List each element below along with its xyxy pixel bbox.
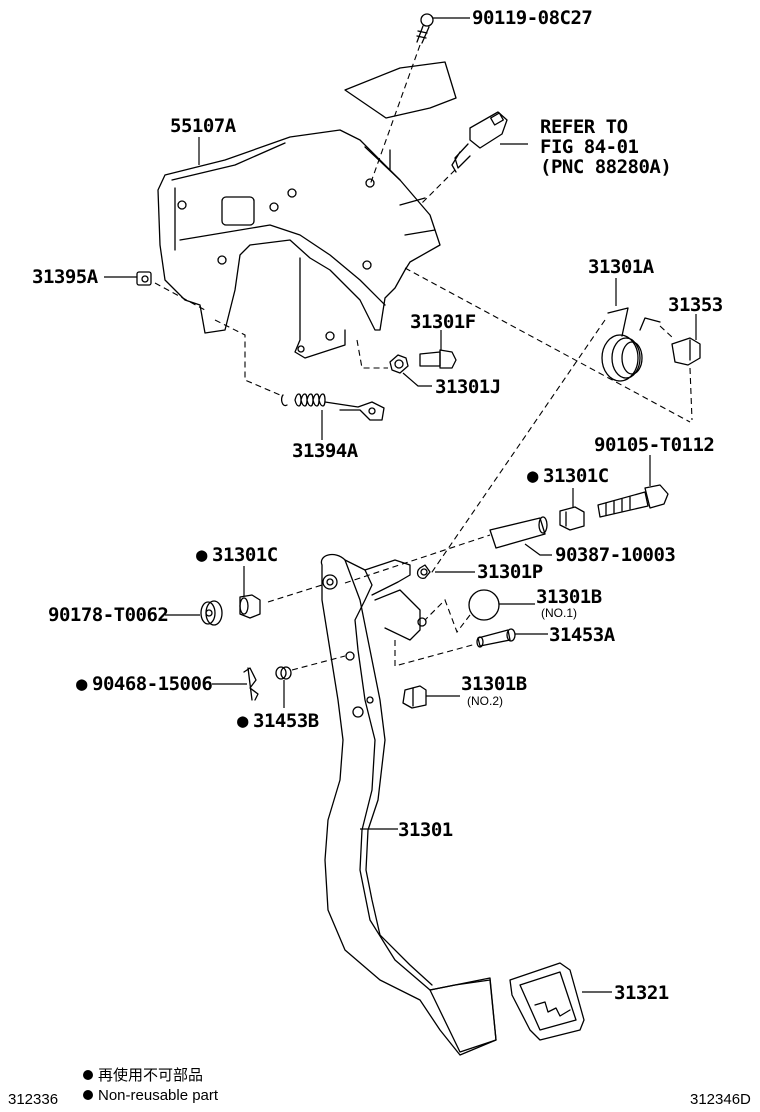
dash-31301J [356, 339, 388, 369]
turnover-spring-31301A-part[interactable] [601, 307, 661, 382]
label-refer-line1: REFER TO [540, 116, 628, 138]
figure-code-left: 312336 [8, 1091, 58, 1108]
bolt-31301F-part[interactable] [419, 349, 457, 369]
label-31301B-no1-sub: (NO.1) [541, 606, 577, 620]
label-31301B-no2[interactable]: 31301B [461, 673, 527, 695]
label-31453A[interactable]: 31453A [549, 624, 616, 646]
dash-90119 [369, 44, 421, 186]
label-90119-08C27[interactable]: 90119-08C27 [472, 7, 593, 29]
non-reusable-marker: ● [527, 465, 539, 487]
dash-31453B [291, 655, 346, 671]
stop-lamp-switch-part[interactable] [451, 111, 508, 173]
label-31301B-no1[interactable]: 31301B [536, 586, 602, 608]
legend-bullet-icon [83, 1070, 93, 1080]
label-31301C-left[interactable]: 31301C [212, 544, 278, 566]
legend-english: Non-reusable part [98, 1087, 219, 1104]
pin-31453A-part[interactable] [476, 628, 516, 648]
dash-31395A [154, 282, 206, 311]
label-31301J[interactable]: 31301J [435, 376, 501, 398]
bolt-90105-part[interactable] [597, 484, 669, 518]
leader-31301J [402, 372, 432, 387]
bushing-31453B-part[interactable] [275, 666, 292, 680]
non-reusable-marker: ● [237, 710, 249, 732]
label-refer-line3[interactable]: (PNC 88280A) [540, 156, 672, 178]
dash-31301B-no1 [424, 599, 471, 634]
label-31353[interactable]: 31353 [668, 294, 723, 316]
label-90387-10003[interactable]: 90387-10003 [555, 544, 676, 566]
dash-switch [419, 169, 456, 206]
dash-bracket-bolt [404, 267, 691, 423]
non-reusable-marker: ● [196, 544, 208, 566]
dash-pedal-collar [344, 534, 491, 584]
nut-31301J-part[interactable] [389, 354, 409, 374]
label-31321[interactable]: 31321 [614, 982, 669, 1004]
upper-plate-part [344, 61, 457, 119]
label-31301B-no2-sub: (NO.2) [467, 694, 503, 708]
clip-nut-31395A-part[interactable] [136, 271, 152, 286]
dash-31353 [659, 325, 674, 339]
pedal-bracket-55107A-part[interactable] [157, 129, 441, 359]
label-31394A[interactable]: 31394A [292, 440, 359, 462]
legend-bullet-icon [83, 1090, 93, 1100]
legend-japanese: 再使用不可部品 [98, 1067, 203, 1084]
label-31301P[interactable]: 31301P [477, 561, 543, 583]
bushing-90178-part[interactable] [200, 600, 223, 626]
stopper-31301B-no2-part[interactable] [402, 685, 427, 709]
label-55107A[interactable]: 55107A [170, 115, 237, 137]
label-31453B[interactable]: 31453B [253, 710, 319, 732]
label-31301F[interactable]: 31301F [410, 311, 476, 333]
clip-90468-part[interactable] [243, 667, 259, 701]
non-reusable-marker: ● [76, 673, 88, 695]
clip-31301P-part[interactable] [416, 564, 431, 579]
cushion-31353-part[interactable] [671, 337, 701, 366]
return-spring-31394A-part[interactable] [280, 393, 385, 421]
label-90105-T0112[interactable]: 90105-T0112 [594, 434, 715, 456]
figure-code-right: 312346D [690, 1091, 751, 1108]
bushing-31301C-right-part[interactable] [559, 506, 585, 531]
label-31301A[interactable]: 31301A [588, 256, 655, 278]
label-31395A[interactable]: 31395A [32, 266, 99, 288]
dash-bushing-left [267, 584, 323, 603]
label-31301[interactable]: 31301 [398, 819, 453, 841]
label-90468-15006[interactable]: 90468-15006 [92, 673, 213, 695]
screw-90119-part[interactable] [416, 13, 434, 44]
dash-31394A [214, 319, 281, 396]
cushion-31301B-no1-part[interactable] [468, 589, 500, 621]
dash-31353-down [689, 367, 693, 421]
label-refer-line2[interactable]: FIG 84-01 [540, 136, 639, 158]
clutch-pedal-31301-part[interactable] [320, 553, 497, 1056]
dash-31453A [394, 640, 477, 667]
dash-spring-31301P [429, 319, 606, 576]
bushing-31301C-left-part[interactable] [239, 594, 261, 619]
leader-90387 [524, 543, 552, 556]
label-31301C-right[interactable]: 31301C [543, 465, 609, 487]
pedal-pad-31321-part[interactable] [509, 962, 585, 1041]
collar-90387-part[interactable] [489, 516, 548, 549]
label-90178-T0062[interactable]: 90178-T0062 [48, 604, 169, 626]
